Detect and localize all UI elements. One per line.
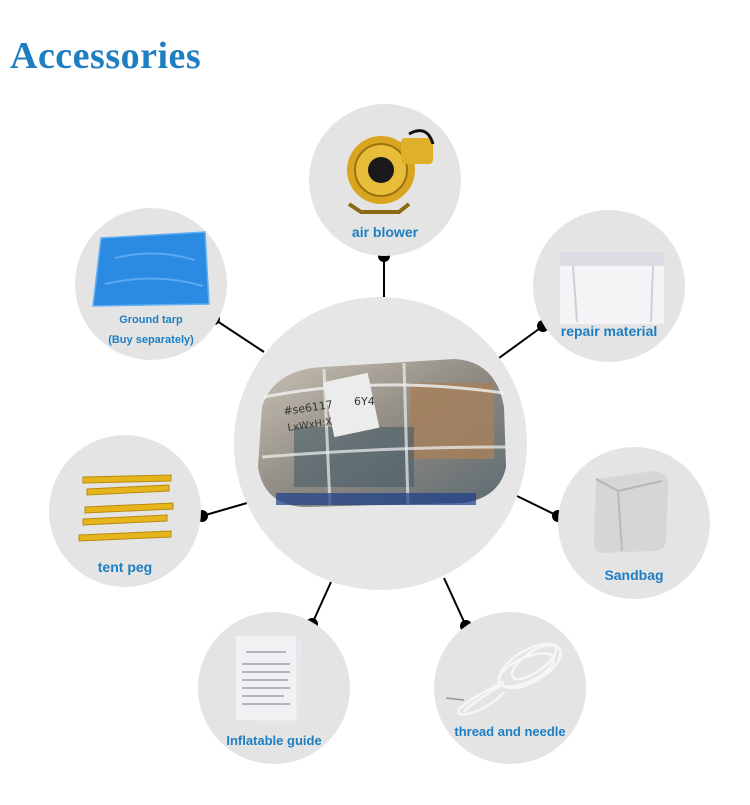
accessory-tent-peg: tent peg [49,435,201,587]
accessory-air-blower: air blower [309,104,461,256]
repair-material-icon [560,252,664,324]
sandbag-icon [593,471,669,553]
air-blower-icon [347,129,435,214]
label-ground-tarp: Ground tarp [119,314,183,326]
label-air-blower: air blower [351,224,419,240]
connector-ground-tarp [213,318,265,353]
ground-tarp-icon [92,231,210,307]
sublabel-ground-tarp: (Buy separately) [108,334,194,346]
connector-thread-and-needle [443,577,467,627]
label-sandbag: Sandbag [604,567,664,583]
label-thread-and-needle: thread and needle [454,724,566,739]
connector-tent-peg [201,502,248,517]
label-inflatable-guide: Inflatable guide [226,733,322,748]
label-repair-material: repair material [560,323,658,339]
connector-inflatable-guide [311,581,332,625]
accessory-sandbag: Sandbag [558,447,710,599]
accessory-inflatable-guide: Inflatable guide [198,612,350,764]
package-note-2: 6Y4 [354,395,375,408]
tent-peg-icon [78,474,174,542]
connector-sandbag [516,495,559,517]
accessory-ground-tarp: Ground tarp (Buy separately) [75,208,227,360]
accessory-repair-material: repair material [533,210,685,362]
thread-and-needle-icon [445,642,562,716]
inflatable-guide-icon [236,636,303,724]
accessory-thread-and-needle: thread and needle [434,612,586,764]
connector-repair-material [498,325,544,359]
center-package-circle: #se6117 6Y4 LxWxH:X [234,297,527,590]
wrapped-package-image: #se6117 6Y4 LxWxH:X [258,359,507,507]
label-tent-peg: tent peg [97,559,153,575]
page-title: Accessories [10,35,202,77]
